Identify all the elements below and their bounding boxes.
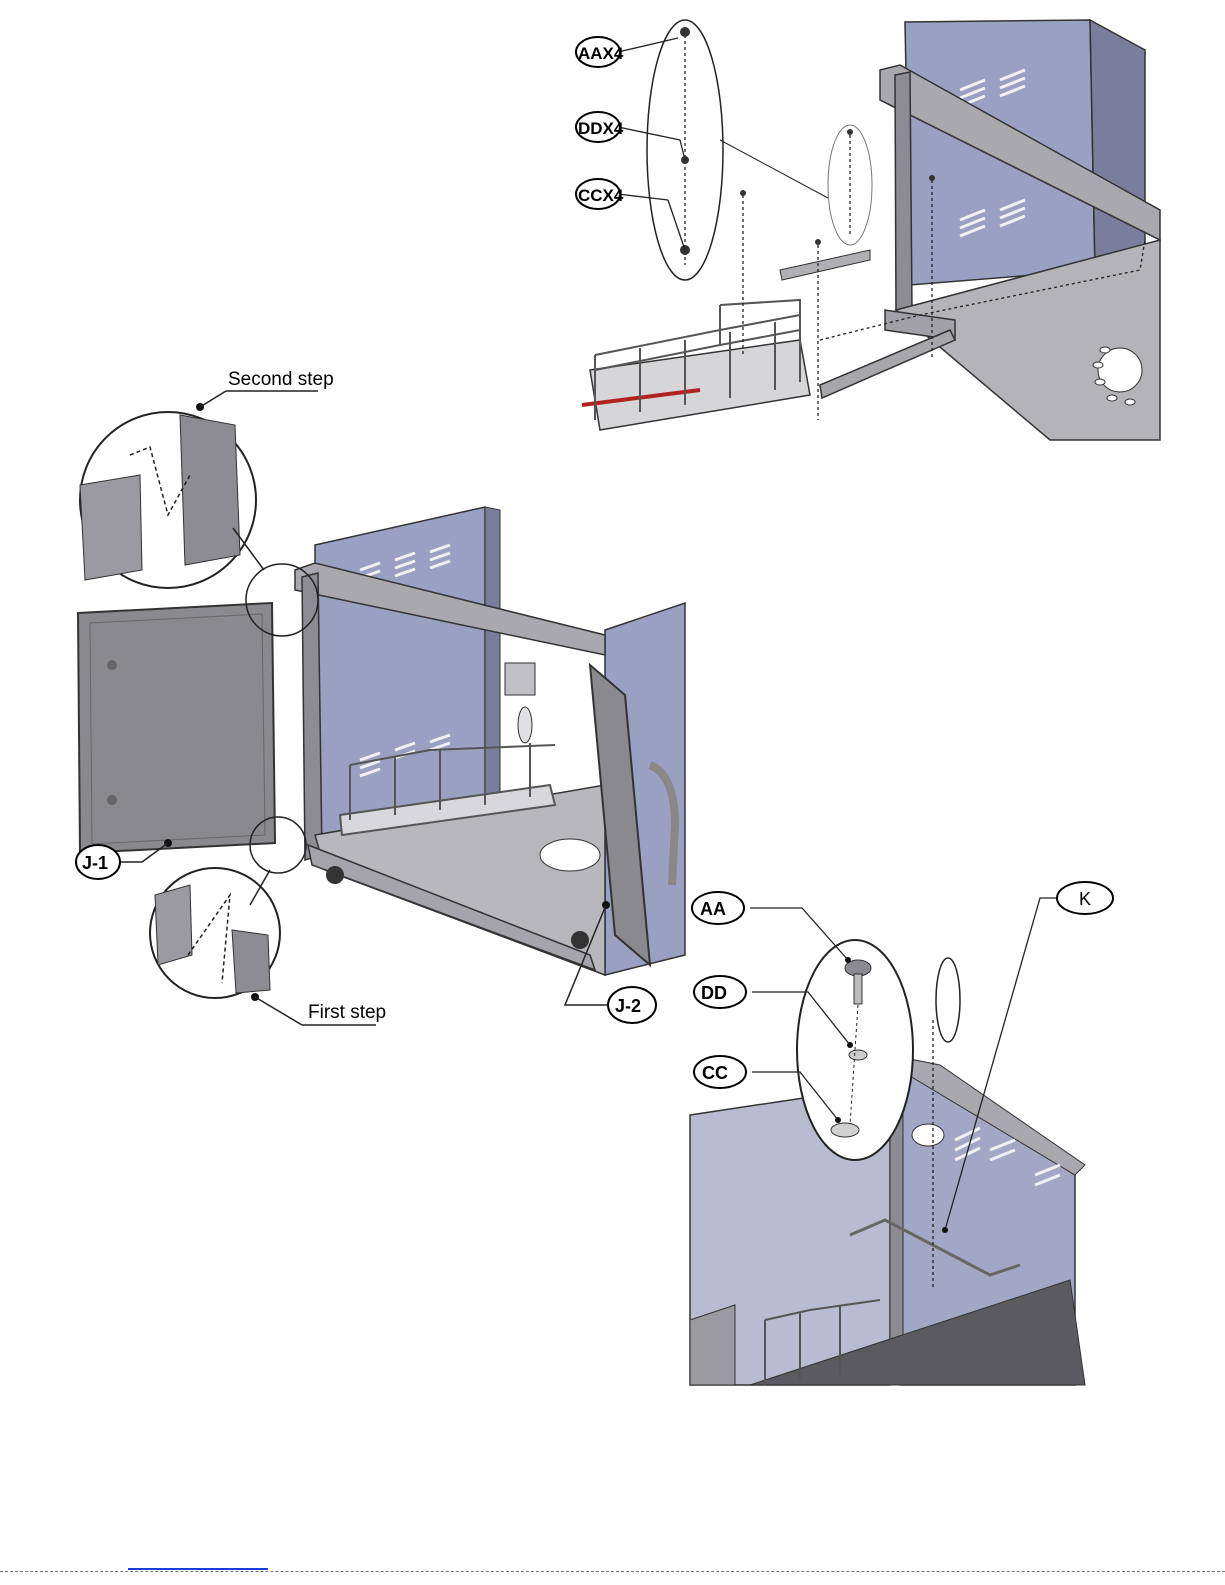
svg-text:AAX4: AAX4 xyxy=(578,44,624,63)
page-footer-rule xyxy=(0,1571,1225,1572)
svg-text:AA: AA xyxy=(700,899,726,919)
detail-k-figure: AA DD CC K xyxy=(690,880,1130,1385)
callout-dd: DD xyxy=(694,976,746,1008)
svg-text:CCX4: CCX4 xyxy=(578,186,624,205)
svg-text:K: K xyxy=(1079,889,1091,909)
svg-text:DD: DD xyxy=(701,983,727,1003)
callout-k: K xyxy=(1057,882,1113,914)
callout-aax4: AAX4 xyxy=(576,37,624,67)
footer-link-underline[interactable] xyxy=(128,1568,268,1570)
callout-ccx4: CCX4 xyxy=(576,179,624,209)
svg-text:First step: First step xyxy=(308,1002,386,1023)
detail-first-step: First step xyxy=(150,868,386,1025)
svg-text:CC: CC xyxy=(702,1063,728,1083)
detail-second-step: Second step xyxy=(80,369,334,588)
svg-text:Second step: Second step xyxy=(228,369,334,390)
callout-ddx4: DDX4 xyxy=(576,112,624,142)
callout-aa: AA xyxy=(692,892,744,924)
svg-text:DDX4: DDX4 xyxy=(578,119,624,138)
callout-cc: CC xyxy=(694,1056,746,1088)
door-install-figure: Second step First step J-1 J-2 xyxy=(50,365,700,1045)
svg-text:J-2: J-2 xyxy=(615,996,641,1016)
svg-text:J-1: J-1 xyxy=(82,853,108,873)
